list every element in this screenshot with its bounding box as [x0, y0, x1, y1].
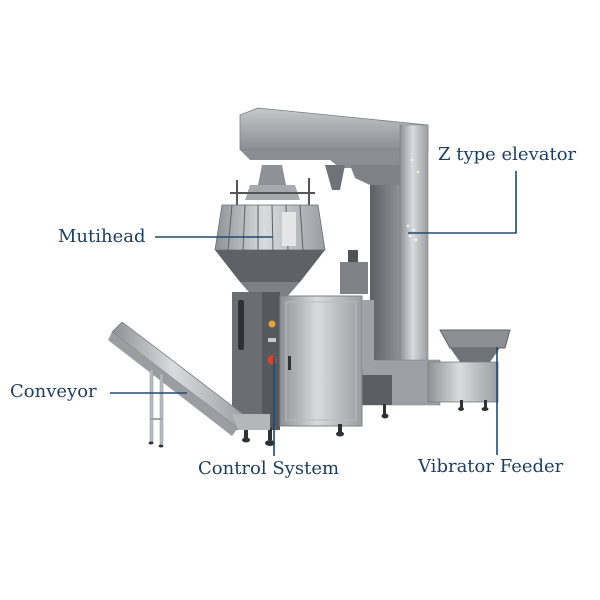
label-z-type-elevator: Z type elevator [438, 144, 577, 165]
label-conveyor: Conveyor [10, 381, 97, 402]
label-multihead: Mutihead [58, 226, 146, 247]
multihead-illustration [214, 165, 326, 298]
label-vibrator-feeder: Vibrator Feeder [418, 456, 564, 477]
vibrator-feeder-illustration [427, 329, 511, 411]
label-control-system: Control System [198, 458, 340, 479]
leader-lines [110, 171, 517, 456]
leader-z-elevator [408, 171, 517, 234]
conveyor-illustration [108, 321, 270, 448]
packing-machine-illustration [232, 250, 389, 446]
z-elevator-illustration [239, 107, 441, 406]
